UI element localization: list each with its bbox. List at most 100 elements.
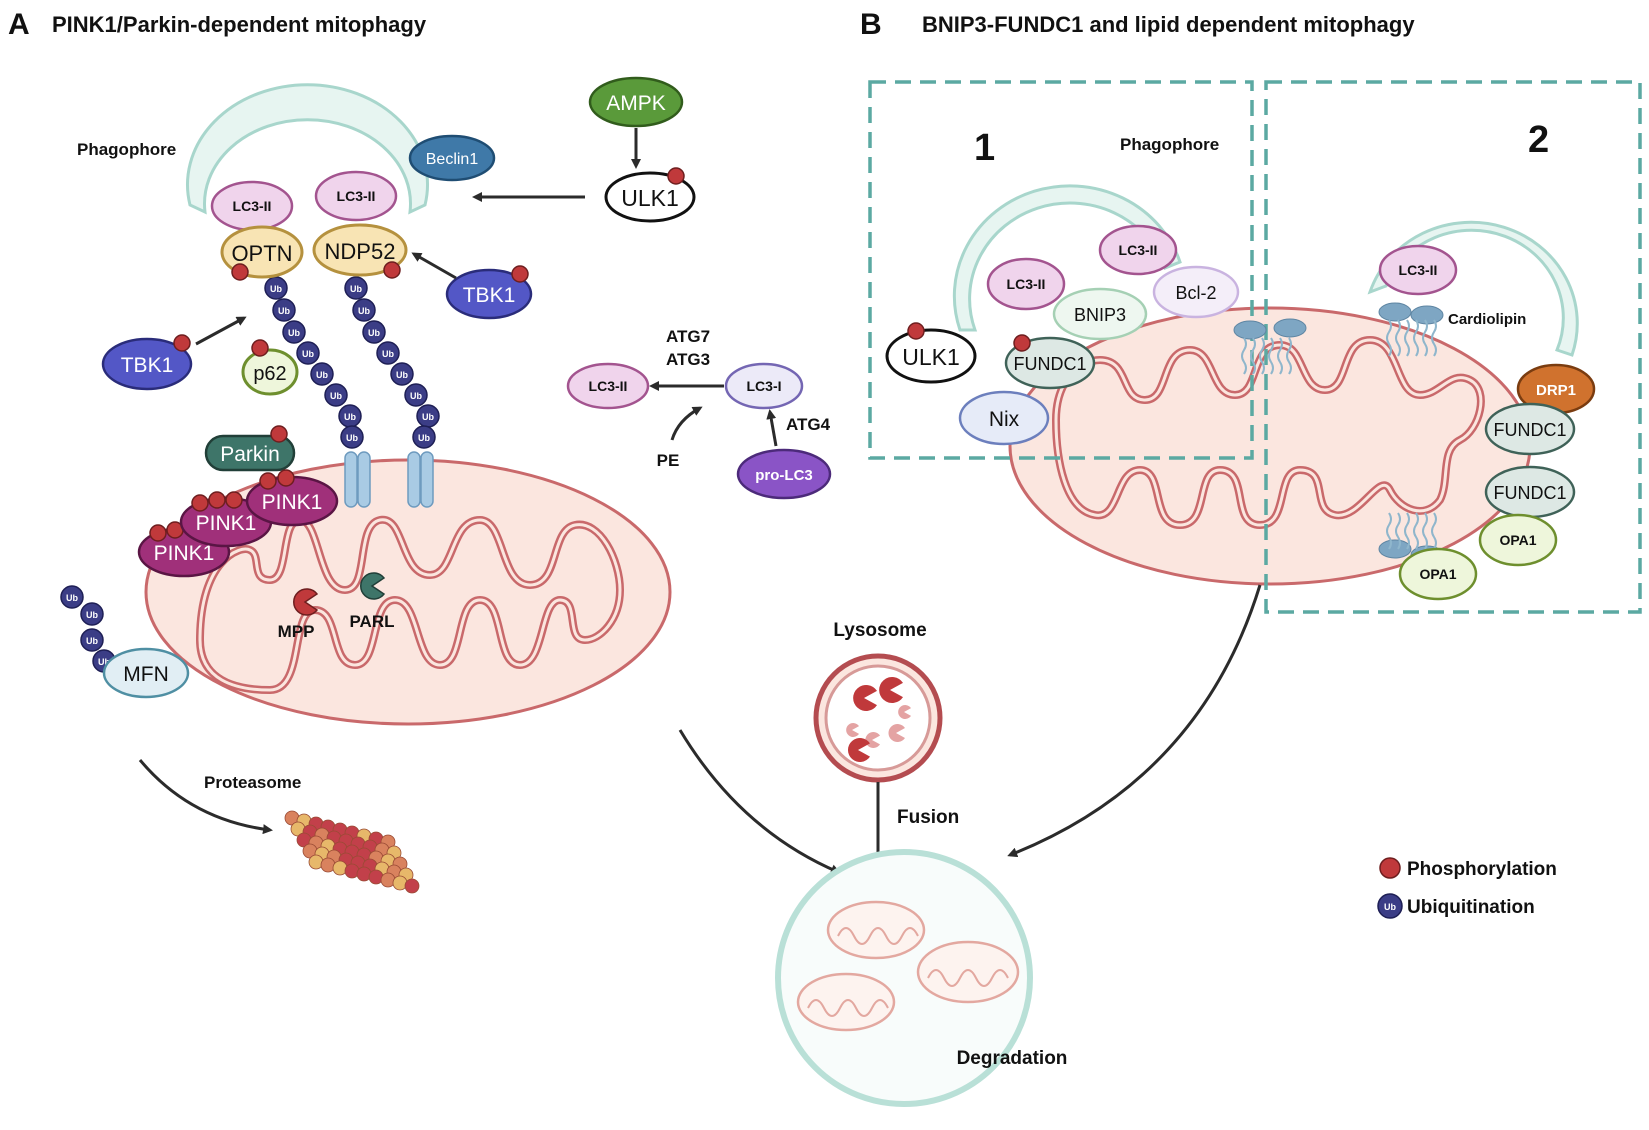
beclin1: Beclin1	[408, 134, 496, 182]
atg4-label: ATG4	[786, 415, 831, 434]
phagophore-b1	[952, 184, 1182, 332]
lc3-ii-b3-label: LC3-II	[1399, 262, 1438, 278]
nix: Nix	[958, 390, 1050, 446]
ub-label: Ub	[358, 306, 370, 316]
mfn-label: MFN	[123, 663, 169, 686]
arrow-tbk1-optn	[195, 316, 247, 346]
arrow-pe	[670, 406, 703, 441]
tbk1-right-label: TBK1	[463, 284, 516, 307]
autolysosome	[775, 849, 1033, 1107]
ndp52: NDP52	[312, 223, 408, 279]
phospho-dot	[149, 524, 167, 542]
ub-label: Ub	[278, 306, 290, 316]
arrow-tbk1-ndp52	[411, 252, 457, 280]
ub-label: Ub	[288, 328, 300, 338]
tbk1-right: TBK1	[445, 265, 533, 320]
mitochondrion-a	[144, 458, 672, 726]
phospho-dot	[667, 167, 685, 185]
phospho-dot	[907, 322, 925, 340]
lysosome-enzyme	[846, 723, 859, 738]
drp1-label: DRP1	[1536, 382, 1576, 399]
ub-chain-mfn: Ub Ub Ub Ub	[60, 585, 116, 673]
ub-label: Ub	[86, 610, 98, 620]
phagophore-b-label: Phagophore	[1120, 135, 1219, 154]
phospho-dot	[251, 339, 269, 357]
degradation-label: Degradation	[957, 1048, 1068, 1069]
ulk1-a-label: ULK1	[621, 185, 679, 211]
ub-label: Ub	[316, 370, 328, 380]
phagophore-b2	[1367, 220, 1579, 357]
lysosome-label: Lysosome	[833, 620, 926, 641]
degraded-mitochondrion	[916, 940, 1020, 1004]
phagophore-a	[186, 83, 429, 215]
fundc1-box1: FUNDC1	[1004, 334, 1096, 390]
proteasome	[284, 810, 420, 894]
cardiolipin-tail	[1259, 337, 1265, 375]
panel-a: A PINK1/Parkin-dependent mitophagy Phago…	[8, 8, 832, 894]
mpp-label: MPP	[278, 622, 315, 641]
phospho-dot	[225, 491, 243, 509]
parl-label: PARL	[349, 612, 394, 631]
degraded-cristae	[807, 999, 889, 1017]
ub-label: Ub	[344, 412, 356, 422]
cardiolipin-tail	[1422, 319, 1428, 357]
pink1-top: PINK1	[245, 469, 339, 527]
pe-label: PE	[657, 451, 680, 470]
fundc1-b2-lower: FUNDC1	[1484, 465, 1576, 519]
panel-b-title: BNIP3-FUNDC1 and lipid dependent mitopha…	[922, 12, 1415, 37]
phospho-dot	[383, 261, 401, 279]
bcl-2-label: Bcl-2	[1175, 283, 1216, 303]
lysosome-enzyme	[847, 738, 870, 762]
ub-label: Ub	[86, 636, 98, 646]
atg3-label: ATG3	[666, 350, 710, 369]
lc3-ii-b1-label: LC3-II	[1007, 276, 1046, 292]
cardiolipin-cluster	[1378, 302, 1444, 357]
cardiolipin-cluster	[1233, 318, 1307, 375]
arrow-prolc3-to-lc3i	[766, 409, 778, 447]
beclin1-label: Beclin1	[426, 151, 479, 168]
box-2-number: 2	[1528, 119, 1549, 161]
phospho-dot	[270, 425, 288, 443]
ub-label: Ub	[66, 593, 78, 603]
ub-label: Ub	[330, 391, 342, 401]
cardiolipin-tail	[1277, 337, 1283, 375]
cardiolipin-tail	[1268, 337, 1274, 375]
cardiolipin-tail	[1413, 512, 1419, 550]
opa1-left-label: OPA1	[1419, 566, 1456, 582]
cardiolipin-tail	[1395, 319, 1401, 357]
fusion-label: Fusion	[897, 807, 959, 828]
arrow-b-to-degradation	[1007, 584, 1262, 858]
fundc1-b2-lower-label: FUNDC1	[1493, 483, 1566, 503]
lysosome-enzyme	[888, 724, 905, 742]
phospho-dot	[1013, 334, 1031, 352]
lc3-ii-left-label: LC3-II	[233, 198, 272, 214]
lc3-ii-product: LC3-II	[566, 362, 650, 410]
cardiolipin-tail	[1404, 512, 1410, 550]
pink1-label: PINK1	[262, 491, 323, 514]
parl: PARL	[349, 572, 395, 631]
degraded-mitochondria	[796, 900, 1020, 1032]
p62-label: p62	[253, 363, 286, 385]
lysosome-enzyme	[879, 677, 903, 703]
bcl-2: Bcl-2	[1152, 265, 1240, 319]
opa1-right-label: OPA1	[1499, 532, 1536, 548]
tbk1-left: TBK1	[101, 334, 193, 391]
p62: p62	[241, 339, 299, 396]
bnip3: BNIP3	[1052, 287, 1148, 341]
fundc1-b2-upper: FUNDC1	[1484, 402, 1576, 456]
lc3-ii-b1: LC3-II	[986, 257, 1066, 311]
cardiolipin-tail	[1250, 337, 1256, 375]
pro-lc3: pro-LC3	[736, 448, 832, 500]
degradation-flow: Lysosome Fusion Degradation	[678, 584, 1262, 1107]
ub-label: Ub	[396, 370, 408, 380]
legend: Phosphorylation Ub Ubiquitination	[1377, 857, 1557, 919]
lysosome	[813, 653, 943, 783]
cardiolipin-tail	[1422, 512, 1428, 550]
membrane-channel-right	[407, 451, 434, 508]
lysosome-enzyme	[865, 732, 880, 748]
phospho-dot	[259, 472, 277, 490]
cardiolipin-head	[1233, 320, 1267, 340]
pro-lc3-label: pro-LC3	[755, 467, 813, 484]
cardiolipin-tail	[1431, 512, 1437, 550]
